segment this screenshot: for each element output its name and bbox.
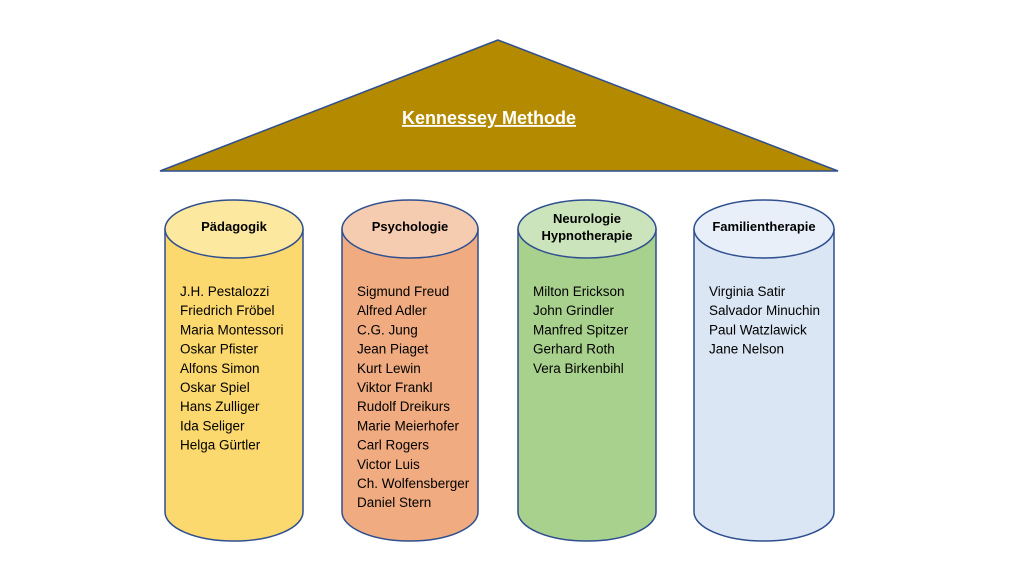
pillar-title: Pädagogik [201,219,268,234]
roof: Kennessey Methode [159,39,839,172]
pillar-item: Alfred Adler [357,303,427,318]
pillar-body [693,228,835,542]
pillar-item: Maria Montessori [180,322,284,337]
pillar-title: Psychologie [372,219,449,234]
pillar-item: Paul Watzlawick [709,322,807,337]
pillar-item: Daniel Stern [357,495,431,510]
pillar-item: Kurt Lewin [357,361,421,376]
pillar-item: Jean Piaget [357,342,429,357]
pillar-item: Helga Gürtler [180,438,261,453]
pillar-body [164,228,304,542]
pillar-top [164,199,304,259]
roof-title: Kennessey Methode [402,108,576,128]
pillar-item: Ida Seliger [180,418,245,433]
pillar-item: Sigmund Freud [357,284,449,299]
pillar-title: Familientherapie [712,219,815,234]
pillar-item: Hans Zulliger [180,399,260,414]
pillar-item: Viktor Frankl [357,380,433,395]
pillar-top [517,199,657,259]
pillar-top [693,199,835,259]
roof-triangle [159,39,839,172]
pillar-body [341,228,479,542]
pillar-item: Oskar Spiel [180,380,250,395]
pillar-item: Vera Birkenbihl [533,361,624,376]
pillar-item: Victor Luis [357,457,420,472]
pillar-item: Marie Meierhofer [357,418,460,433]
pillar-body [517,228,657,542]
pillar-item: John Grindler [533,303,615,318]
pillar-item: Milton Erickson [533,284,625,299]
pillar-item: C.G. Jung [357,322,418,337]
pillar-top [341,199,479,259]
pillar-item: Manfred Spitzer [533,322,629,337]
pillar-item: Virginia Satir [709,284,786,299]
pillar-item: Jane Nelson [709,342,784,357]
pillar-item: Gerhard Roth [533,342,615,357]
pillar-title: Hypnotherapie [541,228,632,243]
pillar-title: Neurologie [553,211,621,226]
pillar-item: Friedrich Fröbel [180,303,275,318]
pillar-item: Ch. Wolfensberger [357,476,470,491]
pillar-item: Oskar Pfister [180,342,259,357]
pillar-item: Rudolf Dreikurs [357,399,450,414]
pillar-item: Salvador Minuchin [709,303,820,318]
pillar-item: Carl Rogers [357,438,429,453]
pillar-item: Alfons Simon [180,361,260,376]
pillar-item: J.H. Pestalozzi [180,284,269,299]
